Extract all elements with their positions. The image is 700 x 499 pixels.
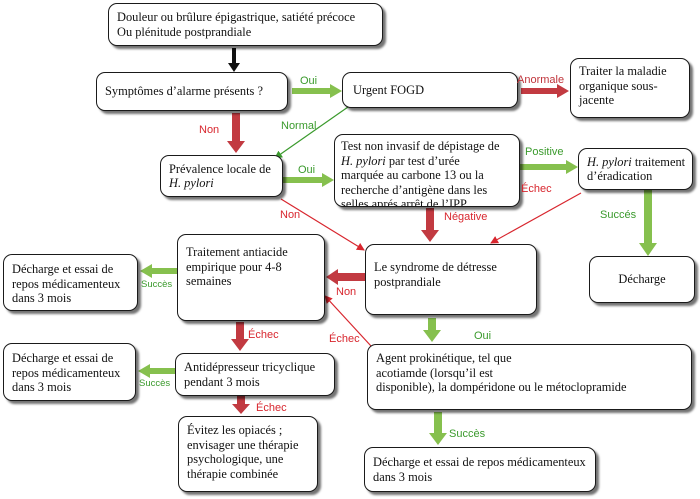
edge-label-echec-distress: Échec xyxy=(329,333,360,345)
node-prokinetic-line-1: Agent prokinétique, tel que xyxy=(376,351,512,365)
node-antidepressant-line-1: Antidépresseur tricyclique xyxy=(184,360,316,374)
arrow-distress-failure-to-antacid xyxy=(324,295,372,347)
node-discharge-bottom-line-1: Décharge et essai de repos médicamenteux xyxy=(373,455,586,469)
node-discharge-left-1-line-1: Décharge et essai de xyxy=(12,262,114,276)
arrow-test-to-eradication xyxy=(520,160,578,174)
arrow-distress-to-antacid xyxy=(326,269,365,285)
node-test-line-4: recherche d’antigène dans les xyxy=(341,182,488,197)
node-opiates-line-2: envisager une thérapie xyxy=(187,437,299,452)
edge-label-negative: Négative xyxy=(444,211,488,223)
node-organic-line-2: organique sous- xyxy=(579,78,658,93)
node-symptoms-line-2: Ou plénitude postprandiale xyxy=(117,24,252,39)
node-distress-line-2: postprandiale xyxy=(374,274,441,289)
edge-label-succes-prokinetic: Succès xyxy=(449,428,486,440)
arrow-fogd-to-prevalence xyxy=(274,106,349,159)
node-fogd-line-1: Urgent FOGD xyxy=(353,82,425,97)
node-test: Test non invasif de dépistage de H. pylo… xyxy=(334,134,520,207)
node-antacid: Traitement antiacide empirique pour 4-8 … xyxy=(177,234,325,321)
edge-label-non-alarm: Non xyxy=(199,124,220,136)
node-organic-line-1: Traiter la maladie xyxy=(579,64,667,78)
edge-label-oui-distress: Oui xyxy=(474,330,492,342)
node-test-line-1: Test non invasif de dépistage de xyxy=(341,139,500,153)
node-opiates-line-3: psychologique, une xyxy=(187,452,284,466)
node-symptoms: Douleur ou brûlure épigastrique, satiété… xyxy=(108,3,383,46)
arrow-alarm-to-fogd xyxy=(292,84,342,98)
node-test-line-2-italic: H. pylori xyxy=(341,153,386,168)
edge-label-oui-alarm: Oui xyxy=(300,75,318,87)
node-symptoms-line-1: Douleur ou brûlure épigastrique, satiété… xyxy=(117,10,356,24)
node-discharge-left-2-line-1: Décharge et essai de xyxy=(12,351,114,365)
edge-label-anormale: Anormale xyxy=(517,74,565,86)
node-alarm-line-1: Symptômes d’alarme présents ? xyxy=(105,84,263,99)
arrow-alarm-to-prevalence xyxy=(227,113,245,153)
edge-label-positive: Positive xyxy=(525,146,564,158)
node-eradication-line-2: d’éradication xyxy=(587,169,653,183)
edge-label-succes-eradication: Succés xyxy=(600,209,637,221)
edge-label-echec-antidepressant: Échec xyxy=(256,402,287,414)
edge-label-normal: Normal xyxy=(281,120,317,132)
node-organic-line-3: jacente xyxy=(579,93,615,107)
arrow-antacid-to-discharge1 xyxy=(140,264,177,278)
node-antidepressant: Antidépresseur tricyclique pendant 3 moi… xyxy=(175,353,335,396)
node-discharge-left-2-line-3: dans 3 mois xyxy=(12,380,72,394)
edge-label-succes-antacid: Succès xyxy=(141,279,173,290)
node-opiates: Évitez les opiacés ; envisager une théra… xyxy=(178,416,318,492)
node-prevalence-line-1: Prévalence locale de xyxy=(169,161,271,176)
node-prokinetic-line-3: disponible), la dompéridone ou le métocl… xyxy=(376,380,627,394)
arrow-prevalence-to-test xyxy=(283,173,334,187)
node-organic: Traiter la maladie organique sous- jacen… xyxy=(570,58,690,118)
node-discharge-right: Décharge xyxy=(589,256,695,303)
arrow-test-to-distress xyxy=(421,208,439,242)
node-discharge-bottom: Décharge et essai de repos médicamenteux… xyxy=(364,447,596,492)
node-antidepressant-line-2: pendant 3 mois xyxy=(184,374,260,389)
arrow-fogd-to-organic xyxy=(521,84,569,98)
node-antacid-line-1: Traitement antiacide xyxy=(186,245,288,259)
arrow-distress-to-prokinetic xyxy=(423,318,441,342)
node-test-line-2-rest: par test d’urée xyxy=(385,153,460,168)
arrow-eradication-to-distress xyxy=(490,192,582,244)
edge-label-oui-prevalence: Oui xyxy=(298,164,316,176)
node-alarm: Symptômes d’alarme présents ? xyxy=(96,72,288,111)
node-prokinetic: Agent prokinétique, tel que acotiamde (l… xyxy=(367,344,692,410)
edge-label-succes-antidepressant: Succès xyxy=(139,378,171,389)
arrow-antidepressant-to-opiates xyxy=(232,396,250,414)
edge-label-echec-eradication: Échec xyxy=(521,183,552,195)
node-eradication-line-1-italic: H. pylori xyxy=(587,154,632,169)
arrow-eradication-to-discharge xyxy=(639,190,657,256)
node-discharge-left-2: Décharge et essai de repos médicamenteux… xyxy=(3,343,136,401)
node-distress-line-1: Le syndrome de détresse xyxy=(374,260,497,274)
arrow-antidepressant-to-discharge2 xyxy=(138,364,175,378)
node-opiates-line-4: thérapie combinée xyxy=(187,466,279,481)
node-prevalence: Prévalence locale de H. pylori xyxy=(160,155,283,197)
edge-label-echec-antacid: Échec xyxy=(248,329,279,341)
node-prokinetic-line-2: acotiamde (lorsqu’il est xyxy=(376,365,493,380)
arrow-antacid-to-antidepressant xyxy=(231,322,249,351)
node-prevalence-line-2: H. pylori xyxy=(169,176,214,190)
arrow-prokinetic-to-discharge xyxy=(429,412,447,445)
node-discharge-left-1: Décharge et essai de repos médicamenteux… xyxy=(3,254,138,311)
node-test-line-5: selles aprés arrêt de l’IPP xyxy=(341,197,467,207)
node-opiates-line-1: Évitez les opiacés ; xyxy=(187,423,283,437)
node-distress: Le syndrome de détresse postprandiale xyxy=(365,244,537,315)
node-antacid-line-2: empirique pour 4-8 xyxy=(186,259,282,274)
node-eradication: H. pylori traitement d’éradication xyxy=(578,148,693,190)
node-test-line-3: marquée au carbone 13 ou la xyxy=(341,168,484,182)
node-discharge-left-2-line-2: repos médicamenteux xyxy=(12,365,121,380)
edge-label-non-distress: Non xyxy=(336,286,357,298)
edge-label-non-prevalence: Non xyxy=(280,209,301,221)
node-antacid-line-3: semaines xyxy=(186,274,232,288)
arrow-prevalence-to-distress xyxy=(280,198,365,251)
node-discharge-left-1-line-2: repos médicamenteux xyxy=(12,276,121,291)
node-fogd: Urgent FOGD xyxy=(342,72,518,108)
node-eradication-line-1-rest: traitement xyxy=(631,154,686,169)
node-discharge-left-1-line-3: dans 3 mois xyxy=(12,291,72,305)
node-discharge-right-line-1: Décharge xyxy=(618,272,666,287)
arrow-symptoms-to-alarm xyxy=(228,48,240,72)
node-discharge-bottom-line-2: dans 3 mois xyxy=(373,469,433,484)
